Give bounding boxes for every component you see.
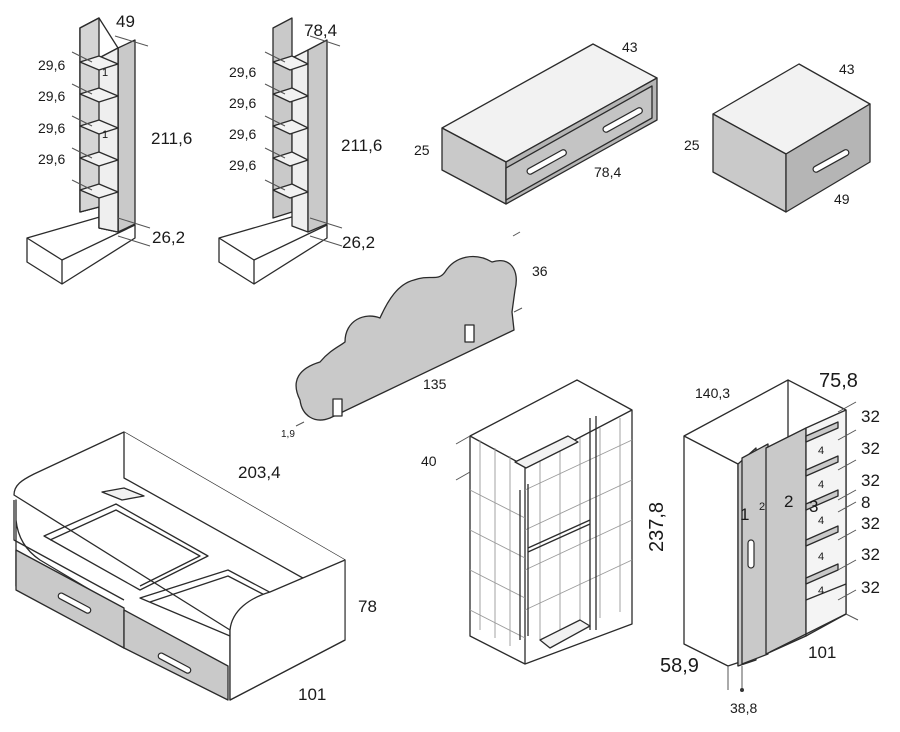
wardrobe-shelf-spacing-5: 32 bbox=[861, 514, 880, 533]
wardrobe-shelf-spacing-1: 32 bbox=[861, 407, 880, 426]
bookcase-left-shelf-2: 29,6 bbox=[38, 88, 66, 104]
drawer-small-depth: 43 bbox=[839, 61, 855, 77]
bookcase-left-marker-2: 1 bbox=[102, 129, 109, 141]
wardrobe-corner-height: 237,8 bbox=[646, 501, 668, 552]
wardrobe-shelf-marker-4: 4 bbox=[818, 551, 825, 563]
bookcase-left-height: 211,6 bbox=[151, 129, 193, 148]
bed-width: 101 bbox=[298, 685, 327, 704]
drawer-small bbox=[712, 63, 871, 213]
wardrobe-section-2-small: 2 bbox=[759, 501, 766, 513]
headboard-thickness: 1,9 bbox=[281, 429, 295, 440]
bookcase-left-shelf-3: 29,6 bbox=[38, 120, 66, 136]
wardrobe-shelf-marker-1: 4 bbox=[818, 445, 825, 457]
bookcase-right-shelf-4: 29,6 bbox=[229, 157, 257, 173]
bookcase-left-marker-1: 1 bbox=[102, 67, 109, 79]
wardrobe-corner bbox=[683, 379, 859, 692]
bookcase-right-shelf-3: 29,6 bbox=[229, 126, 257, 142]
wardrobe-shelf-marker-5: 4 bbox=[818, 585, 825, 597]
bookcase-left bbox=[26, 17, 151, 285]
wardrobe-corner-door-gap: 38,8 bbox=[730, 700, 758, 716]
headboard-width: 135 bbox=[423, 376, 447, 392]
wardrobe-shelf-marker-2: 4 bbox=[818, 479, 825, 491]
bookcase-left-width: 49 bbox=[116, 12, 135, 31]
bookcase-right-shelf-1: 29,6 bbox=[229, 64, 257, 80]
wardrobe-section-3: 3 bbox=[809, 497, 819, 516]
headboard-height: 36 bbox=[532, 263, 548, 279]
bookcase-right-base: 26,2 bbox=[342, 233, 376, 252]
bed-length: 203,4 bbox=[238, 463, 281, 482]
wardrobe-corner-width: 140,3 bbox=[695, 385, 731, 401]
drawer-small-height: 25 bbox=[684, 137, 700, 153]
bookcase-right-shelf-2: 29,6 bbox=[229, 95, 257, 111]
wardrobe-corner-base-width: 101 bbox=[808, 643, 837, 662]
drawer-wide-height: 25 bbox=[414, 142, 430, 158]
wardrobe-shelf-spacing-6: 32 bbox=[861, 545, 880, 564]
wardrobe-shelf-spacing-7: 32 bbox=[861, 578, 880, 597]
bookcase-left-shelf-1: 29,6 bbox=[38, 57, 66, 73]
bookcase-left-base: 26,2 bbox=[152, 228, 186, 247]
wardrobe-shelf-spacing-2: 32 bbox=[861, 439, 880, 458]
wardrobe-shelf-spacing-4: 8 bbox=[861, 493, 871, 512]
bookcase-right-height: 211,6 bbox=[341, 136, 383, 155]
bookcase-right-width: 78,4 bbox=[304, 21, 338, 40]
wardrobe-corner-side-depth: 75,8 bbox=[819, 370, 858, 392]
bookcase-left-shelf-4: 29,6 bbox=[38, 151, 66, 167]
headboard-cloud bbox=[295, 231, 523, 427]
bookcase-right bbox=[218, 17, 343, 285]
wardrobe-shelf-marker-3: 4 bbox=[818, 515, 825, 527]
wardrobe-corner-door-width: 58,9 bbox=[660, 655, 699, 677]
wardrobe-shelf-spacing-3: 32 bbox=[861, 471, 880, 490]
wardrobe-section-1: 1 bbox=[740, 505, 750, 524]
drawer-wide-width: 78,4 bbox=[594, 164, 622, 180]
drawer-wide bbox=[441, 43, 658, 205]
bed bbox=[13, 431, 346, 701]
wardrobe-open bbox=[455, 379, 633, 665]
wardrobe-section-2: 2 bbox=[784, 492, 794, 511]
wardrobe-open-depth: 40 bbox=[421, 453, 437, 469]
drawer-wide-depth: 43 bbox=[622, 39, 638, 55]
drawer-small-width: 49 bbox=[834, 191, 850, 207]
bed-height: 78 bbox=[358, 597, 377, 616]
